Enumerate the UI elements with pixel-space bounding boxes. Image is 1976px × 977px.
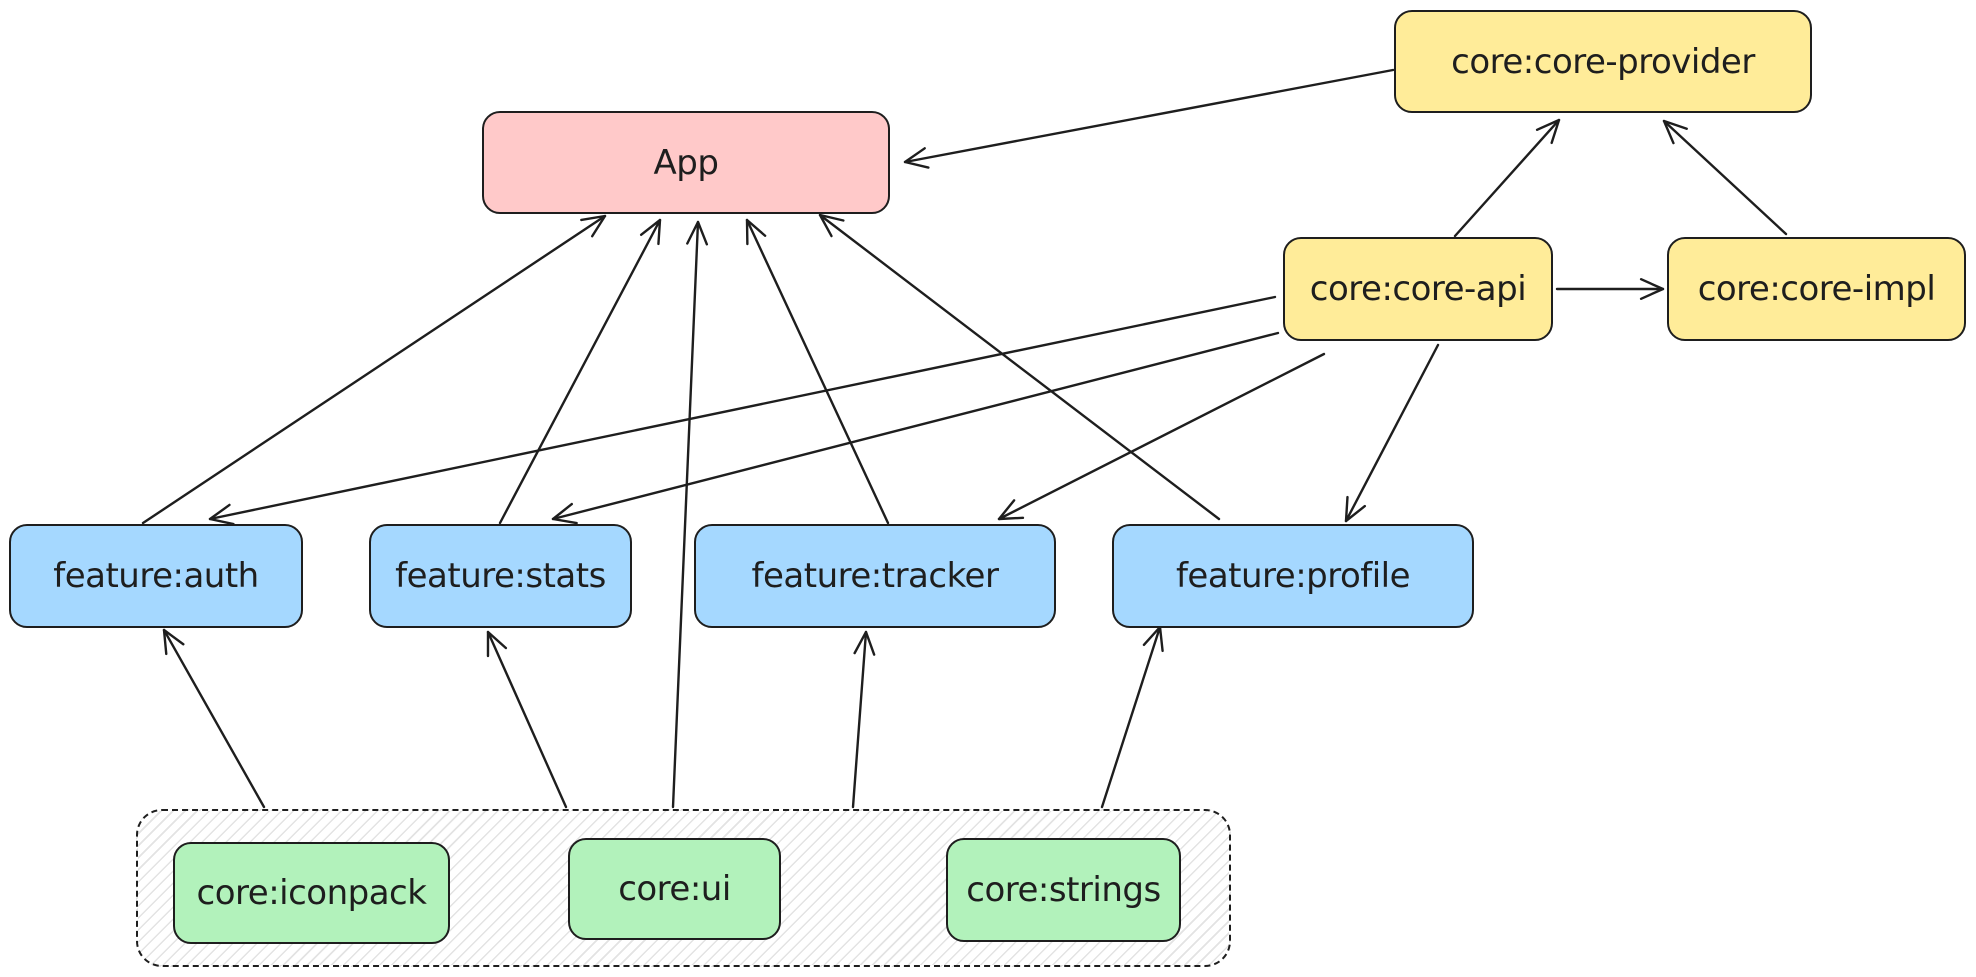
edge-line <box>851 630 868 809</box>
edge-arrowhead <box>903 147 930 169</box>
node-feature-auth-label: feature:auth <box>53 556 259 596</box>
edge-arrowhead <box>818 213 845 238</box>
node-core-provider[interactable]: core:core-provider <box>1394 10 1812 113</box>
edge-arrowhead <box>745 218 767 246</box>
edge-line <box>1100 625 1162 809</box>
node-feature-tracker-label: feature:tracker <box>751 556 999 596</box>
node-core-ui[interactable]: core:ui <box>568 838 781 940</box>
node-feature-stats-label: feature:stats <box>395 556 606 596</box>
node-core-provider-label: core:core-provider <box>1451 41 1755 82</box>
edge-line <box>903 68 1395 164</box>
edge-line <box>551 331 1280 521</box>
edge-line <box>997 352 1326 521</box>
node-app-label: App <box>653 142 719 183</box>
edge-arrowhead <box>853 630 876 656</box>
edge-line <box>162 628 266 809</box>
edge-line <box>141 214 607 525</box>
edge-line <box>1453 118 1561 238</box>
edge-arrowhead <box>1639 278 1665 300</box>
node-feature-tracker[interactable]: feature:tracker <box>694 524 1056 628</box>
edge-arrowhead <box>686 220 709 246</box>
edge-arrowhead <box>580 214 607 238</box>
edge-arrowhead <box>639 218 662 246</box>
edges <box>141 68 1788 809</box>
node-core-api-label: core:core-api <box>1309 269 1527 309</box>
node-feature-profile[interactable]: feature:profile <box>1112 524 1474 628</box>
edge-line <box>208 295 1277 521</box>
node-app[interactable]: App <box>482 111 890 214</box>
node-feature-stats[interactable]: feature:stats <box>369 524 632 628</box>
node-core-strings[interactable]: core:strings <box>946 838 1181 942</box>
node-core-ui-label: core:ui <box>618 869 731 909</box>
node-core-impl[interactable]: core:core-impl <box>1667 237 1966 341</box>
edge-line <box>671 220 700 809</box>
edge-arrowhead <box>486 630 508 658</box>
node-core-impl-label: core:core-impl <box>1697 269 1936 309</box>
edge-line <box>1344 343 1440 523</box>
edge-arrowhead <box>1662 119 1688 145</box>
edge-line <box>745 218 890 525</box>
edge-arrowhead <box>551 502 578 525</box>
edge-arrowhead <box>208 503 235 526</box>
node-core-api[interactable]: core:core-api <box>1283 237 1553 341</box>
edge-arrowhead <box>997 499 1025 521</box>
node-core-strings-label: core:strings <box>966 870 1161 910</box>
edge-arrowhead <box>1535 118 1561 145</box>
edge-arrowhead <box>162 628 185 656</box>
edge-line <box>486 630 568 809</box>
node-core-iconpack-label: core:iconpack <box>196 873 427 913</box>
node-core-iconpack[interactable]: core:iconpack <box>173 842 450 944</box>
edge-line <box>1662 119 1788 236</box>
edge-arrowhead <box>1344 495 1367 523</box>
node-feature-profile-label: feature:profile <box>1175 556 1411 596</box>
edge-line <box>818 213 1221 521</box>
edge-line <box>498 218 662 525</box>
node-feature-auth[interactable]: feature:auth <box>9 524 303 628</box>
